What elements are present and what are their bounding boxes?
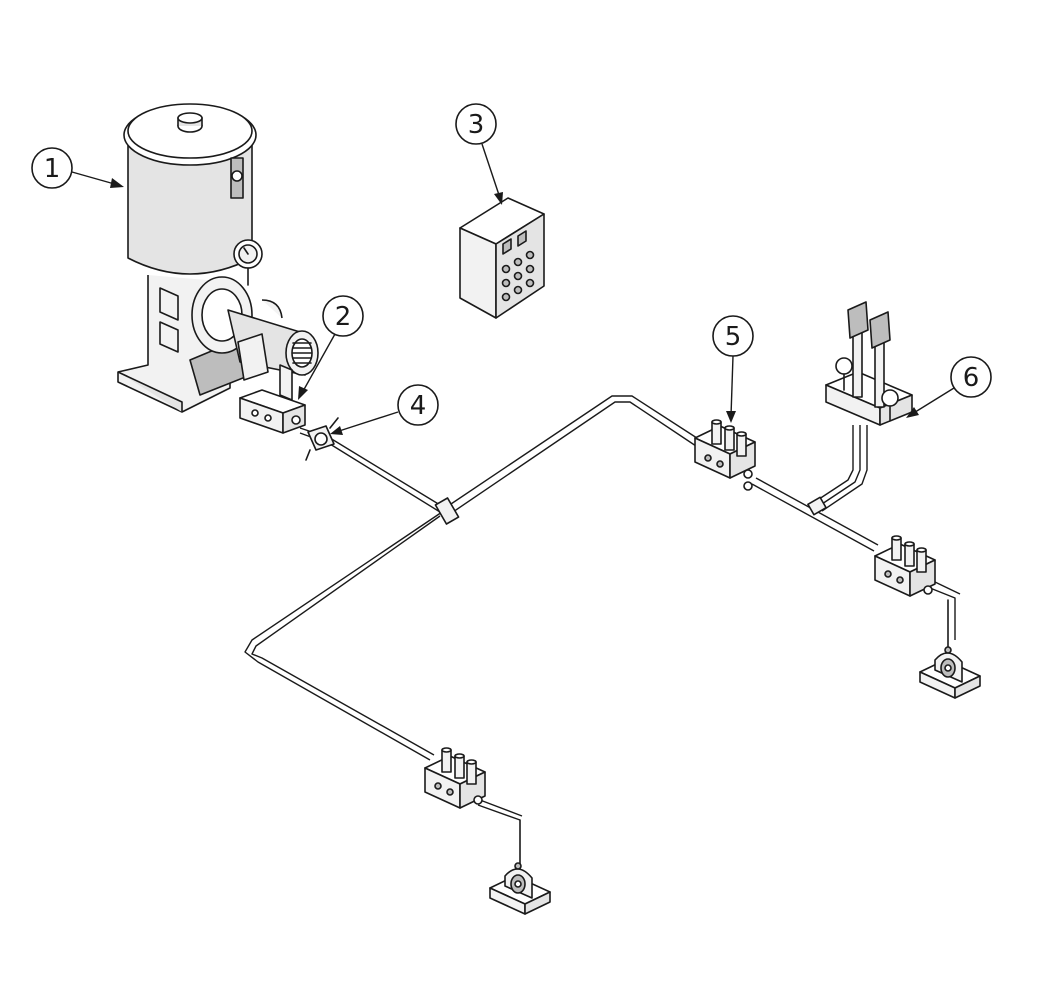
- callout-1: 1: [31, 147, 124, 189]
- callout-3-label: 3: [468, 110, 485, 140]
- gauge-block: [825, 301, 913, 426]
- pump-motor: [227, 299, 319, 381]
- distributor-right: [874, 535, 936, 597]
- callout-4: 4: [330, 384, 439, 435]
- distributor-bottom: [424, 747, 486, 809]
- bearing-right: [919, 646, 981, 699]
- callout-6: 6: [906, 356, 992, 418]
- callout-1-label: 1: [44, 154, 61, 184]
- callout-4-label: 4: [410, 391, 427, 421]
- outlet-block: [239, 364, 306, 434]
- callout-5: 5: [712, 315, 754, 423]
- distributor-5: [694, 419, 756, 491]
- callout-2: 2: [298, 295, 364, 400]
- callout-3: 3: [455, 103, 503, 205]
- pipe-network: [244, 395, 961, 871]
- callout-5-label: 5: [725, 322, 742, 352]
- inline-valve: [305, 417, 339, 461]
- bearing-bottom: [489, 862, 551, 915]
- control-box: [459, 197, 545, 319]
- callout-6-label: 6: [963, 363, 980, 393]
- callout-2-label: 2: [335, 302, 352, 332]
- pump-reservoir: [123, 103, 263, 286]
